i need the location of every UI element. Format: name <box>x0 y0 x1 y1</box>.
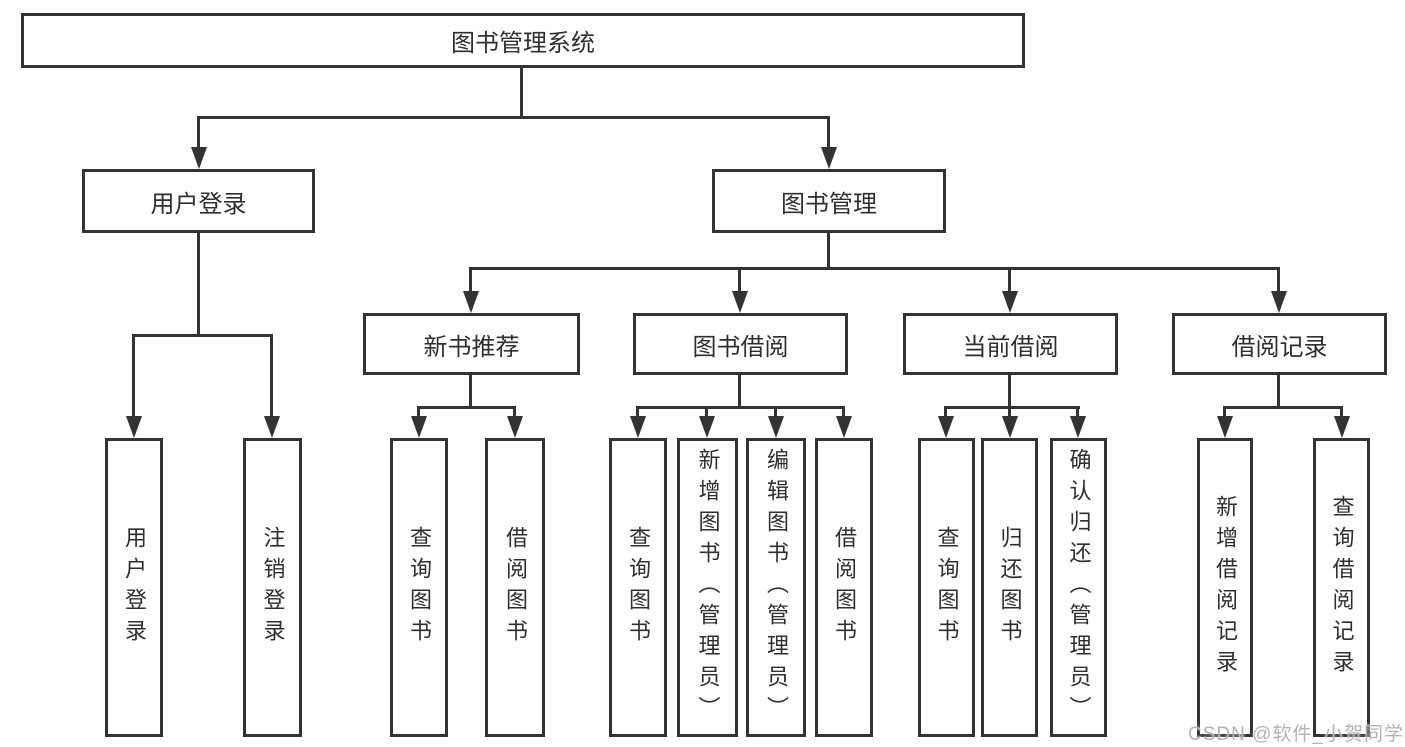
arrow-down-icon <box>1217 416 1233 438</box>
leaf-label: 查询借阅记录 <box>1329 494 1355 681</box>
leaf-return-book: 归还图书 <box>981 438 1038 737</box>
connector-line <box>842 406 845 418</box>
node-new-book-recommend-label: 新书推荐 <box>423 333 520 361</box>
arrow-down-icon <box>938 416 954 438</box>
connector-line <box>513 406 516 418</box>
leaf-add-borrow-record: 新增借阅记录 <box>1197 438 1253 737</box>
connector-line <box>132 334 273 337</box>
leaf-label: 归还图书 <box>997 525 1023 650</box>
arrow-down-icon <box>1271 291 1287 313</box>
connector-line <box>1340 406 1343 418</box>
connector-line <box>738 375 741 408</box>
connector-line <box>1008 375 1011 408</box>
leaf-add-book-admin: 新增图书（管理员） <box>677 438 738 737</box>
leaf-query-book-3: 查询图书 <box>918 438 975 737</box>
connector-line <box>417 406 516 409</box>
connector-line <box>944 406 1080 409</box>
leaf-label: 查询图书 <box>934 525 960 650</box>
connector-line <box>827 232 830 270</box>
arrow-down-icon <box>126 416 142 438</box>
leaf-label: 查询图书 <box>407 525 432 650</box>
node-root: 图书管理系统 <box>21 13 1025 68</box>
node-root-label: 图书管理系统 <box>451 30 595 57</box>
connector-line <box>1008 267 1011 293</box>
node-current-borrow: 当前借阅 <box>903 313 1118 375</box>
connector-line <box>520 68 523 118</box>
connector-line <box>469 267 1280 270</box>
arrow-down-icon <box>507 416 523 438</box>
leaf-user-login: 用户登录 <box>105 438 163 737</box>
leaf-label: 借阅图书 <box>503 525 528 650</box>
connector-line <box>738 267 741 293</box>
connector-line <box>827 116 830 150</box>
csdn-watermark: CSDN @软件_小贺同学 <box>1188 724 1404 745</box>
arrow-down-icon <box>732 291 748 313</box>
connector-line <box>132 334 135 418</box>
connector-line <box>636 406 639 418</box>
node-user-login: 用户登录 <box>82 169 315 233</box>
leaf-query-book-1: 查询图书 <box>390 438 448 737</box>
node-current-borrow-label: 当前借阅 <box>962 333 1059 361</box>
connector-line <box>197 116 830 119</box>
leaf-edit-book-admin: 编辑图书（管理员） <box>746 438 806 737</box>
arrow-down-icon <box>1002 291 1018 313</box>
connector-line <box>1008 406 1011 418</box>
connector-line <box>1277 267 1280 293</box>
leaf-label: 借阅图书 <box>832 525 857 650</box>
connector-line <box>636 406 845 409</box>
leaf-label: 用户登录 <box>122 525 147 650</box>
leaf-label: 注销登录 <box>260 525 286 650</box>
leaf-query-book-2: 查询图书 <box>609 438 667 737</box>
connector-line <box>1076 406 1079 418</box>
node-user-login-label: 用户登录 <box>150 190 247 218</box>
leaf-label: 新增借阅记录 <box>1213 494 1238 681</box>
connector-line <box>469 267 472 293</box>
arrow-down-icon <box>264 416 280 438</box>
node-book-management: 图书管理 <box>712 169 946 233</box>
leaf-borrow-book-1: 借阅图书 <box>485 438 545 737</box>
arrow-down-icon <box>191 147 207 169</box>
leaf-label: 查询图书 <box>626 525 651 650</box>
arrow-down-icon <box>630 416 646 438</box>
node-borrow-records-label: 借阅记录 <box>1231 333 1328 361</box>
connector-line <box>1223 406 1343 409</box>
leaf-logout: 注销登录 <box>243 438 302 737</box>
arrow-down-icon <box>463 291 479 313</box>
connector-line <box>705 406 708 418</box>
connector-line <box>469 375 472 408</box>
arrow-down-icon <box>1002 416 1018 438</box>
arrow-down-icon <box>768 416 784 438</box>
connector-line <box>197 116 200 150</box>
node-new-book-recommend: 新书推荐 <box>363 313 580 375</box>
arrow-down-icon <box>836 416 852 438</box>
connector-line <box>944 406 947 418</box>
leaf-label: 确认归还（管理员） <box>1066 448 1092 727</box>
arrow-down-icon <box>1334 416 1350 438</box>
arrow-down-icon <box>1070 416 1086 438</box>
leaf-confirm-return-admin: 确认归还（管理员） <box>1050 438 1107 737</box>
arrow-down-icon <box>821 147 837 169</box>
connector-line <box>197 232 200 336</box>
leaf-label: 编辑图书（管理员） <box>764 448 789 727</box>
leaf-label: 新增图书（管理员） <box>695 448 721 727</box>
connector-line <box>1277 375 1280 408</box>
connector-line <box>774 406 777 418</box>
arrow-down-icon <box>411 416 427 438</box>
leaf-borrow-book-2: 借阅图书 <box>815 438 873 737</box>
node-borrow-records: 借阅记录 <box>1172 313 1387 375</box>
node-book-borrow-label: 图书借阅 <box>692 333 789 361</box>
connector-line <box>1223 406 1226 418</box>
leaf-query-borrow-record: 查询借阅记录 <box>1313 438 1370 737</box>
node-book-borrow: 图书借阅 <box>633 313 848 375</box>
arrow-down-icon <box>699 416 715 438</box>
node-book-management-label: 图书管理 <box>781 190 877 218</box>
connector-line <box>417 406 420 418</box>
connector-line <box>270 334 273 418</box>
